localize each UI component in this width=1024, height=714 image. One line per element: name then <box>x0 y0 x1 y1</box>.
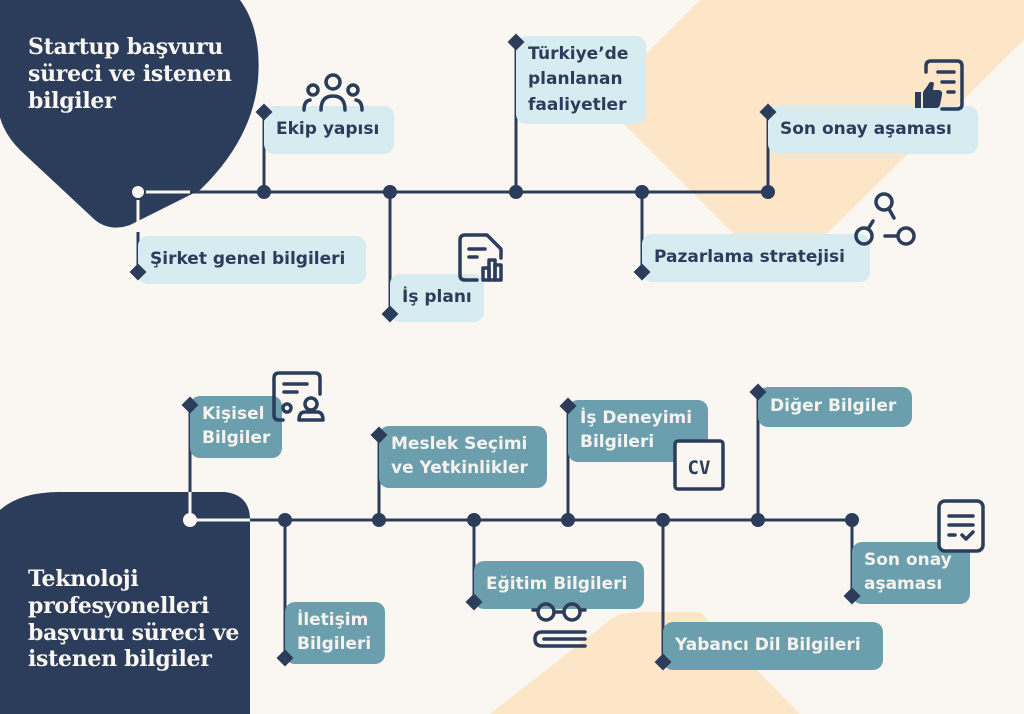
step-label: İş planı <box>402 287 472 308</box>
timeline-node <box>278 513 292 527</box>
glasses-book-icon <box>531 602 587 648</box>
step-label: Pazarlama stratejisi <box>654 247 845 268</box>
bottom-section-title: Teknoloji profesyonelleri başvuru süreci… <box>28 566 240 673</box>
step-box: İletişim Bilgileri <box>285 602 385 664</box>
document-thumbs-up-icon <box>915 59 964 111</box>
step-box: Türkiye’de planlanan faaliyetler <box>516 36 646 124</box>
diamond-marker <box>507 33 525 51</box>
diamond-marker <box>381 305 399 323</box>
diamond-marker <box>843 587 861 605</box>
diamond-marker <box>559 397 577 415</box>
diamond-marker <box>255 103 273 121</box>
timeline-node <box>383 185 397 199</box>
diamond-marker <box>749 383 767 401</box>
timeline-node <box>509 185 523 199</box>
timeline-node <box>635 185 649 199</box>
step-label: Diğer Bilgiler <box>770 396 897 417</box>
step-box: Son onay aşaması <box>768 106 978 154</box>
timeline-node <box>845 513 859 527</box>
cv-icon-text: CV <box>688 457 711 479</box>
document-check-icon <box>937 499 985 553</box>
step-label: Ekip yapısı <box>276 119 380 140</box>
step-label: Kişisel Bilgiler <box>202 404 271 448</box>
timeline-node <box>467 513 481 527</box>
team-icon <box>302 73 364 112</box>
diamond-marker <box>181 396 199 414</box>
diamond-marker <box>654 653 672 671</box>
step-box: Pazarlama stratejisi <box>642 234 870 282</box>
id-card-icon <box>272 371 325 422</box>
diamond-marker <box>759 103 777 121</box>
step-label: Şirket genel bilgileri <box>150 249 346 270</box>
top-section-title: Startup başvuru süreci ve istenen bilgil… <box>28 34 232 114</box>
timeline-node <box>372 513 386 527</box>
diamond-marker <box>465 593 483 611</box>
start-node <box>130 184 146 200</box>
network-icon <box>854 192 916 246</box>
start-node <box>183 513 197 527</box>
step-label: Meslek Seçimi ve Yetkinlikler <box>391 434 528 478</box>
step-label: Yabancı Dil Bilgileri <box>675 635 861 656</box>
navy-blob-top <box>0 0 259 228</box>
step-box: Ekip yapısı <box>264 106 394 154</box>
step-label: Türkiye’de planlanan faaliyetler <box>528 43 629 115</box>
timeline-node <box>761 185 775 199</box>
step-box: Eğitim Bilgileri <box>474 561 644 609</box>
cv-icon: CV <box>673 439 725 491</box>
timeline-node <box>751 513 765 527</box>
step-label: İş Deneyimi Bilgileri <box>580 408 693 452</box>
step-box: İş planı <box>390 274 484 322</box>
timeline-node <box>656 513 670 527</box>
step-box: Yabancı Dil Bilgileri <box>663 622 883 670</box>
step-label: Son onay aşaması <box>864 550 952 594</box>
diamond-marker <box>129 263 147 281</box>
step-label: Son onay aşaması <box>780 119 952 140</box>
timeline-node <box>257 185 271 199</box>
timeline-node <box>561 513 575 527</box>
step-label: İletişim Bilgileri <box>297 610 372 654</box>
step-box: Kişisel Bilgiler <box>190 396 282 458</box>
step-label: Eğitim Bilgileri <box>486 574 628 595</box>
step-box: Şirket genel bilgileri <box>138 236 366 284</box>
navy-block-bottom <box>0 492 250 714</box>
diamond-marker <box>276 649 294 667</box>
step-box: Diğer Bilgiler <box>758 387 912 427</box>
step-box: Son onay aşaması <box>852 542 970 604</box>
document-chart-icon <box>458 233 503 282</box>
diamond-marker <box>370 426 388 444</box>
diamond-marker <box>633 263 651 281</box>
step-box: Meslek Seçimi ve Yetkinlikler <box>379 426 547 488</box>
